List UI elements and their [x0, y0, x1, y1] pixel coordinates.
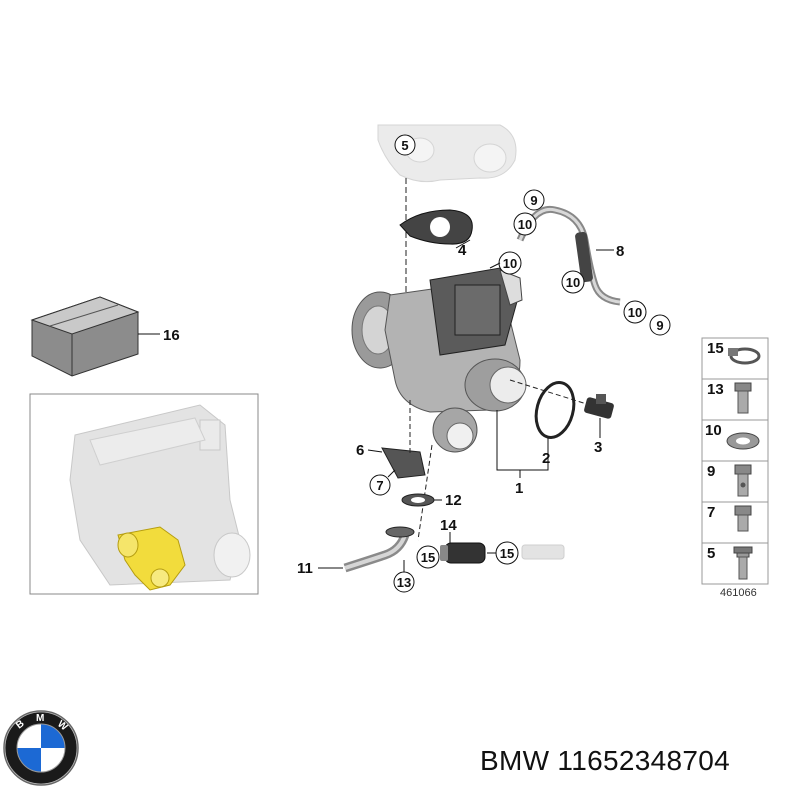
- legend-item-5: 5: [707, 545, 715, 562]
- legend-item-15: 15: [707, 340, 724, 357]
- callout-9a: 9: [523, 189, 545, 211]
- flange-bolt-icon: [733, 546, 753, 580]
- callout-10b: 10: [498, 251, 522, 275]
- faded-fitting: [521, 544, 565, 560]
- sensor-3: [584, 394, 614, 419]
- engine-overview: [69, 404, 251, 586]
- hose-14: [440, 542, 486, 564]
- svg-text:10: 10: [628, 305, 642, 320]
- bracket-6: [381, 447, 426, 479]
- o-ring-2: [534, 381, 576, 439]
- svg-text:13: 13: [397, 575, 411, 590]
- brand-name: BMW: [480, 745, 550, 776]
- part-number: 11652348704: [557, 745, 730, 776]
- gasket-4: [399, 209, 473, 245]
- bmw-logo: B M W: [3, 710, 79, 786]
- oil-feed-pipe-8: [516, 205, 621, 306]
- fastener-legend: 15 13 10 9 7 5: [701, 337, 769, 585]
- svg-text:M: M: [36, 713, 44, 724]
- dashed-guide-12: [417, 444, 433, 541]
- gasket-12: [401, 493, 435, 507]
- legend-item-10: 10: [705, 422, 722, 439]
- label-1: 1: [515, 480, 523, 497]
- label-4: 4: [458, 242, 467, 259]
- callout-5: 5: [394, 134, 416, 156]
- callout-15a: 15: [416, 545, 440, 569]
- svg-text:10: 10: [518, 217, 532, 232]
- legend-item-7: 7: [707, 504, 715, 521]
- turbocharger-1: [351, 267, 527, 453]
- label-14: 14: [440, 517, 457, 534]
- washer-icon: [726, 432, 760, 450]
- svg-text:10: 10: [566, 275, 580, 290]
- svg-text:15: 15: [500, 546, 514, 561]
- svg-text:9: 9: [530, 193, 537, 208]
- leader-bracket-1-2: [496, 410, 549, 471]
- leader-4: [455, 239, 471, 249]
- short-bolt-icon: [734, 505, 752, 532]
- callout-13: 13: [393, 571, 415, 593]
- label-12: 12: [445, 492, 462, 509]
- hose-clamp-icon: [728, 347, 761, 365]
- hex-bolt-icon: [734, 382, 752, 414]
- label-3: 3: [594, 439, 602, 456]
- callout-10d: 10: [623, 300, 647, 324]
- leader-10b: [489, 262, 501, 269]
- callout-7: 7: [369, 474, 391, 496]
- svg-text:7: 7: [376, 478, 383, 493]
- svg-text:10: 10: [503, 256, 517, 271]
- label-16: 16: [163, 327, 180, 344]
- svg-text:5: 5: [401, 138, 408, 153]
- legend-item-13: 13: [707, 381, 724, 398]
- label-11: 11: [297, 560, 313, 577]
- svg-text:15: 15: [421, 550, 435, 565]
- dashed-guide-o-ring: [509, 379, 591, 406]
- svg-text:9: 9: [656, 318, 663, 333]
- insulation-box-16: [30, 296, 140, 377]
- callout-10c: 10: [561, 270, 585, 294]
- leader-7: [387, 469, 396, 478]
- turbocharger-highlight: [117, 526, 186, 591]
- label-2: 2: [542, 450, 550, 467]
- part-number-caption: BMW 11652348704: [480, 745, 730, 777]
- callout-15b: 15: [495, 541, 519, 565]
- diagram-number: 461066: [720, 587, 757, 599]
- legend-item-9: 9: [707, 463, 715, 480]
- callout-10a: 10: [513, 212, 537, 236]
- oil-return-pipe-11: [343, 526, 415, 573]
- label-8: 8: [616, 243, 624, 260]
- banjo-bolt-icon: [734, 464, 752, 497]
- label-6: 6: [356, 442, 364, 459]
- leader-6: [367, 449, 383, 453]
- callout-9b: 9: [649, 314, 671, 336]
